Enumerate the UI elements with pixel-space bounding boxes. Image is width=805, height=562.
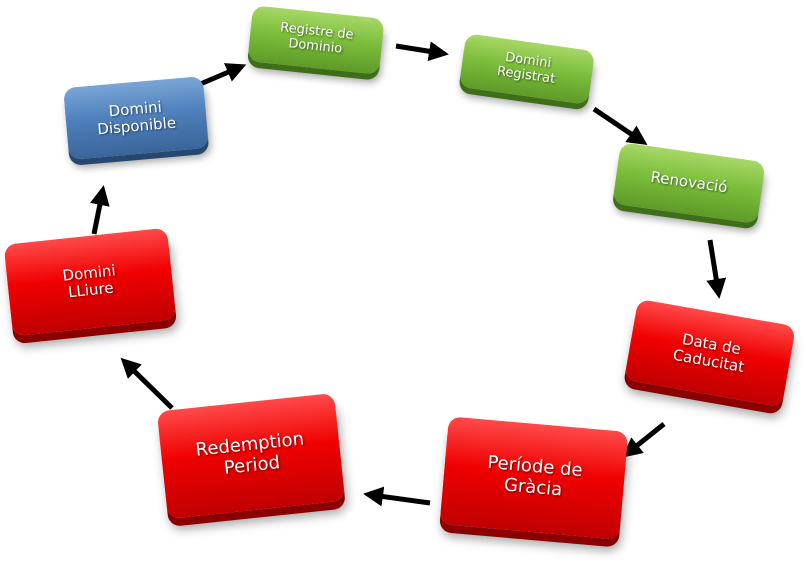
arrow-caducitat-to-gracia bbox=[621, 422, 666, 458]
node-redemption-period: Redemption Period bbox=[156, 392, 346, 520]
node-periode-de-gracia: Període de Gràcia bbox=[439, 416, 629, 540]
arrow-lliure-to-disponible bbox=[90, 185, 110, 235]
arrow-disponible-to-registre bbox=[197, 63, 247, 88]
arrow-gracia-to-redemption bbox=[363, 486, 431, 507]
node-domini-disponible: Domini Disponible bbox=[63, 76, 209, 160]
node-domini-lliure: Domini LLiure bbox=[3, 227, 177, 337]
arrow-registre-to-registrat bbox=[395, 41, 449, 62]
arrow-redemption-to-lliure bbox=[120, 357, 174, 410]
arrow-renovacio-to-caducitat bbox=[706, 239, 727, 299]
arrow-registrat-to-renovacio bbox=[592, 106, 648, 146]
